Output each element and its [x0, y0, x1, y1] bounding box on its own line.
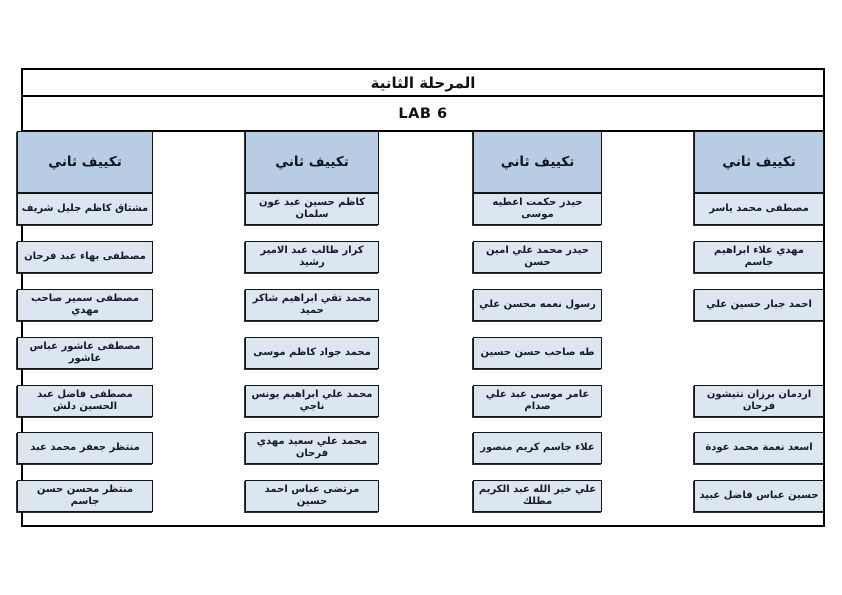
group-header: تكييف ثاني — [473, 131, 602, 193]
lab-title-row: LAB 6 — [23, 97, 823, 132]
student-box: مصطفى بهاء عبد فرحان — [17, 241, 153, 273]
student-box: علي خير الله عبد الكريم مطلك — [473, 480, 602, 512]
student-box: كرار طالب عبد الامير رشيد — [245, 241, 379, 273]
schedule-table: المرحلة الثانية LAB 6 — [21, 68, 825, 527]
student-box: اسعد نعمة محمد عودة — [694, 432, 824, 464]
student-box: مصطفى محمد ياسر — [694, 193, 824, 225]
student-box: منتظر جعفر محمد عبد — [17, 432, 153, 464]
stage-title: المرحلة الثانية — [370, 73, 476, 92]
student-box: منتظر محسن حسن جاسم — [17, 480, 153, 512]
student-box: محمد علي سعيد مهدي فرحان — [245, 432, 379, 464]
student-box: مهدي علاء ابراهيم جاسم — [694, 241, 824, 273]
student-box: محمد تقي ابراهيم شاكر حميد — [245, 289, 379, 321]
student-box: مصطفى فاضل عبد الحسين دلش — [17, 385, 153, 417]
student-box: عامر موسى عبد علي صدام — [473, 385, 602, 417]
student-box: علاء جاسم كريم منصور — [473, 432, 602, 464]
student-box: مرتضى عباس احمد حسين — [245, 480, 379, 512]
lab-title: LAB 6 — [398, 105, 448, 122]
student-box: حيدر محمد علي امين حسن — [473, 241, 602, 273]
student-box: حيدر حكمت اعطيه موسى — [473, 193, 602, 225]
stage-title-row: المرحلة الثانية — [23, 70, 823, 97]
student-box: مصطفى عاشور عباس عاشور — [17, 337, 153, 369]
student-box: احمد جبار حسين علي — [694, 289, 824, 321]
group-header: تكييف ثاني — [694, 131, 824, 193]
student-box: طه صاحب حسن حسين — [473, 337, 602, 369]
student-box: حسين عباس فاضل عبيد — [694, 480, 824, 512]
student-box: مشتاق كاظم جليل شريف — [17, 193, 153, 225]
student-box: مصطفى سمير صاحب مهدي — [17, 289, 153, 321]
student-box: اردمان برزان نتيشون فرحان — [694, 385, 824, 417]
student-box: كاظم حسين عبد عون سلمان — [245, 193, 379, 225]
student-box: رسول نعمه محسن علي — [473, 289, 602, 321]
group-header: تكييف ثاني — [245, 131, 379, 193]
student-box: محمد علي ابراهيم يونس ناجي — [245, 385, 379, 417]
student-box: محمد جواد كاظم موسى — [245, 337, 379, 369]
group-header: تكييف ثاني — [17, 131, 153, 193]
